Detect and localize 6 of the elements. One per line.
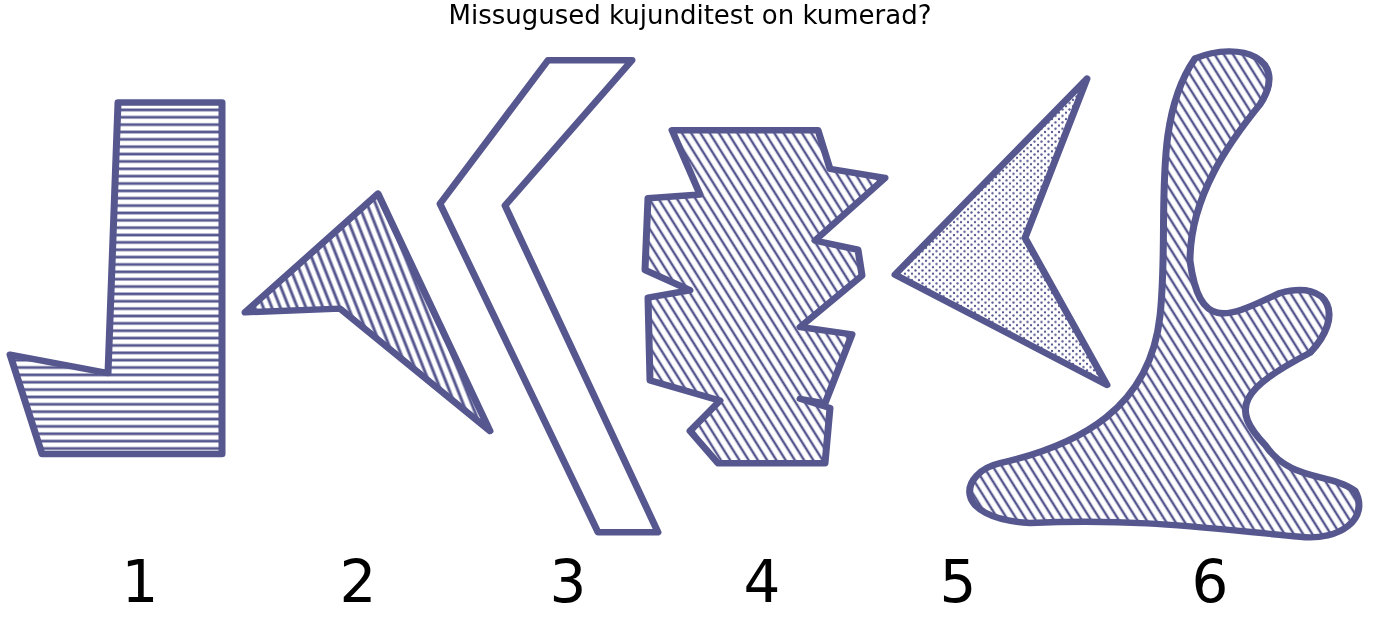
figure-number: 4 bbox=[742, 548, 782, 616]
figure-number: 2 bbox=[338, 548, 378, 616]
figure-number: 5 bbox=[938, 548, 978, 616]
figure-number: 1 bbox=[120, 548, 160, 616]
figure-number: 6 bbox=[1190, 548, 1230, 616]
figure-number: 3 bbox=[548, 548, 588, 616]
